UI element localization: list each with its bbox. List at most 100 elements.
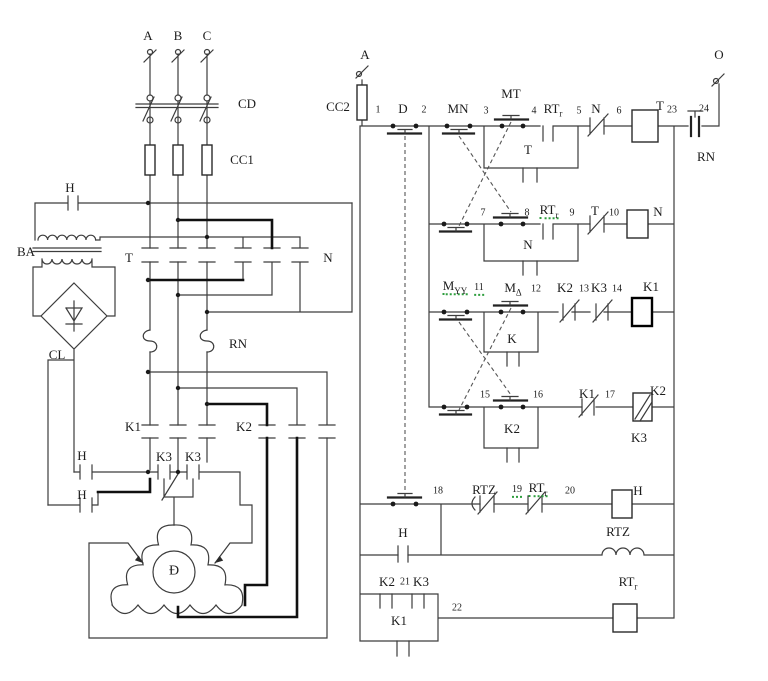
k2-bottom-contact-label: K2 (379, 573, 395, 589)
node-4: 4 (531, 105, 537, 117)
node-5: 5 (576, 105, 582, 117)
k3-bottom-contact-label: K3 (413, 573, 429, 589)
cd-circle-b1 (174, 94, 182, 102)
cd-circle-a2 (146, 116, 154, 124)
k1-nc-contact-label: K1 (579, 385, 595, 401)
phase-b-label: B (173, 27, 183, 43)
myy-button-label-subscript: YY (454, 285, 468, 296)
terminal-b (174, 48, 182, 56)
fuse-cc2-label: CC2 (326, 98, 350, 114)
breaker-cd-label: CD (237, 95, 257, 111)
h1-contact-label: H (77, 447, 87, 463)
node-13: 13 (579, 283, 589, 295)
rectifier-cl-label: CL (48, 346, 66, 362)
rn-contact-bars (689, 115, 701, 138)
cd-circle-c2 (203, 116, 211, 124)
node-23: 23 (667, 104, 677, 116)
t-nc-contact-label: T (591, 202, 599, 218)
k2-coil-label: K2 (650, 382, 666, 398)
mn-button-label: MN (447, 100, 469, 116)
node-21: 21 (400, 576, 410, 588)
fuse-cc2 (356, 84, 368, 121)
motor-winding-right (173, 524, 244, 606)
thermal-rn-label: RN (228, 335, 248, 351)
t-hold-contact-label: T (524, 141, 532, 157)
motor-circle (152, 550, 196, 594)
t-coil-label: T (656, 97, 664, 113)
node-24: 24 (699, 103, 709, 115)
ladder-rails (355, 65, 725, 642)
node-19: 19 (512, 484, 522, 498)
node-16: 16 (533, 389, 543, 401)
rn-contact-mark (687, 110, 703, 118)
k1-coil-label: K1 (643, 278, 659, 294)
rtr-contact1-label-subscript: r (559, 108, 563, 119)
motor-lead-arrow-right (215, 555, 224, 563)
phase-c-label: C (202, 27, 212, 43)
d-button-label: D (398, 100, 408, 116)
bold-bus-wires (96, 218, 299, 619)
h-ba-rectifier-wires (32, 195, 353, 506)
t-coil (631, 109, 659, 143)
cd-circle-b2 (174, 116, 182, 124)
k2-hold-contact-label: K2 (504, 420, 520, 436)
terminal-a2 (355, 70, 363, 78)
motor-label: Đ (168, 563, 180, 579)
node-22: 22 (452, 602, 462, 614)
k1-coil (630, 296, 654, 328)
phase-a2-label: A (360, 46, 370, 62)
k1-contactor-label: K1 (125, 418, 141, 434)
rtz-coil-label: RTZ (606, 523, 630, 539)
k3-nc-contact-label: K3 (591, 279, 607, 295)
junction-dots (145, 123, 526, 507)
node-3: 3 (483, 105, 489, 117)
node-7: 7 (480, 207, 486, 219)
node-20: 20 (565, 485, 575, 497)
node-17: 17 (605, 389, 615, 401)
node-11: 11 (474, 282, 484, 296)
k2-k3-coil-hatch (634, 394, 653, 422)
rtr-contact3-label: RTr (528, 480, 548, 498)
node-18: 18 (433, 485, 443, 497)
node-15: 15 (480, 389, 490, 401)
mechanical-links (404, 121, 512, 490)
mdelta-button-label-subscript: Δ (515, 287, 522, 298)
fuse-cc1-a (144, 144, 156, 176)
h-coil (611, 489, 633, 519)
o-terminal-label: O (714, 46, 724, 62)
k1-bottom-contact-label: K1 (391, 612, 407, 628)
node-10: 10 (609, 207, 619, 219)
h-contact-top-label: H (65, 179, 75, 195)
rtz-contact-label: RTZ (472, 481, 496, 497)
rtr-coil-label-subscript: r (634, 581, 638, 592)
node-6: 6 (616, 105, 622, 117)
tn-contactor-wires (95, 202, 353, 313)
motor-winding-left (110, 524, 175, 606)
t-contactor-label: T (125, 249, 133, 265)
fuse-cc1-b (172, 144, 184, 176)
node-9: 9 (569, 207, 575, 219)
button-caps (397, 114, 520, 498)
mdelta-button-label: MΔ (504, 279, 522, 298)
rn-contact-label: RN (696, 148, 716, 164)
n-coil-label: N (653, 203, 663, 219)
rtr-contact2-label: RTr (539, 202, 559, 220)
k2-contactor-label: K2 (236, 418, 252, 434)
phase-a-label: A (143, 27, 153, 43)
n-contactor-label: N (323, 249, 333, 265)
node-8: 8 (524, 207, 530, 219)
rtr-contact2-label-subscript: r (555, 209, 559, 220)
h2-contact-label: H (77, 486, 87, 502)
rtr-coil-label: RTr (618, 573, 638, 592)
node-1: 1 (375, 104, 381, 116)
fuse-cc1-c (201, 144, 213, 176)
myy-button-label: MYY (442, 278, 468, 296)
ladder-contacts (379, 113, 613, 657)
n-nc-contact-label: N (591, 100, 601, 116)
k3b-contact-label: K3 (185, 448, 201, 464)
fuse-cc1-label: CC1 (230, 151, 254, 167)
node-12: 12 (531, 283, 541, 295)
h-coil-label: H (633, 482, 643, 498)
k2-nc-contact-label: K2 (557, 279, 573, 295)
